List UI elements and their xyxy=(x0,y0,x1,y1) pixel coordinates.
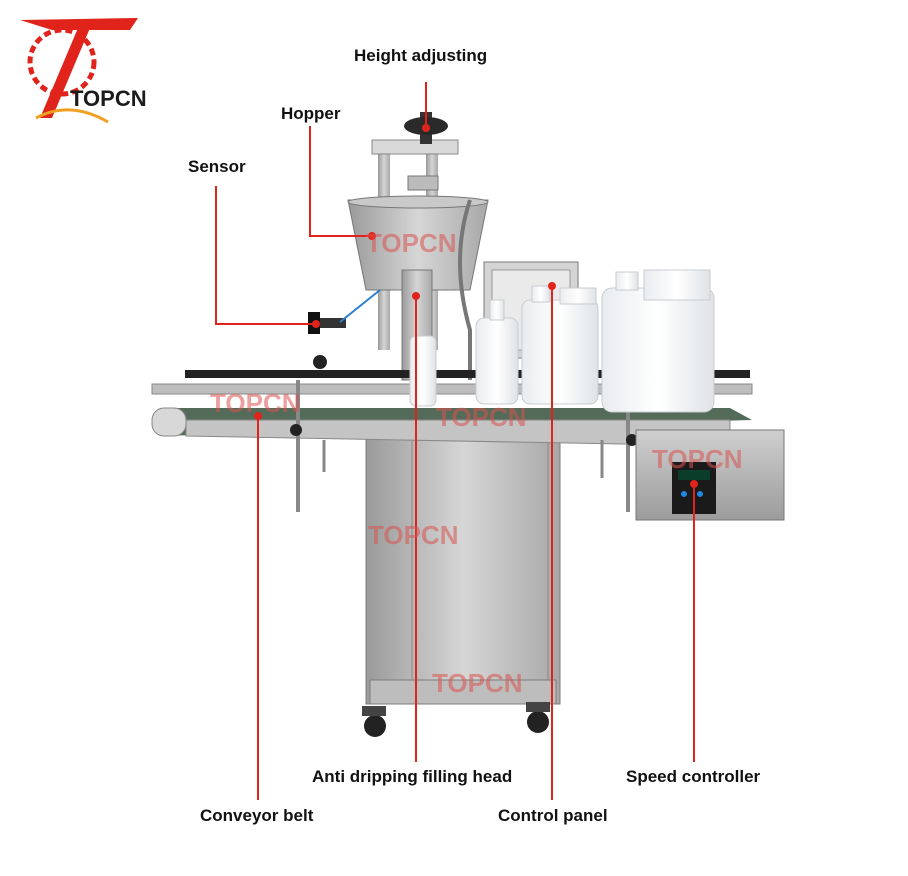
callout-lines xyxy=(215,82,695,800)
label-hopper: Hopper xyxy=(281,104,341,123)
topcn-logo-icon xyxy=(20,18,138,124)
conveyor xyxy=(151,355,753,512)
label-anti-dripping-filling-head: Anti dripping filling head xyxy=(312,767,513,786)
callout-dots xyxy=(254,124,698,488)
label-conveyor-belt: Conveyor belt xyxy=(200,806,314,825)
watermark: TOPCN xyxy=(436,402,527,432)
callout-hopper xyxy=(309,126,372,237)
machine-cabinet xyxy=(362,435,561,737)
watermark: TOPCN xyxy=(432,668,523,698)
watermark: TOPCN xyxy=(366,228,457,258)
label-height-adjusting: Height adjusting xyxy=(354,46,488,65)
bottles xyxy=(409,269,715,413)
callout-sensor xyxy=(215,186,316,325)
watermark: TOPCN xyxy=(368,520,459,550)
watermark: TOPCN xyxy=(210,388,301,418)
sensor xyxy=(308,289,381,334)
watermark: TOPCN xyxy=(652,444,743,474)
brand-name: TOPCN xyxy=(70,86,147,111)
label-sensor: Sensor xyxy=(188,157,246,176)
label-control-panel: Control panel xyxy=(498,806,608,825)
label-speed-controller: Speed controller xyxy=(626,767,761,786)
